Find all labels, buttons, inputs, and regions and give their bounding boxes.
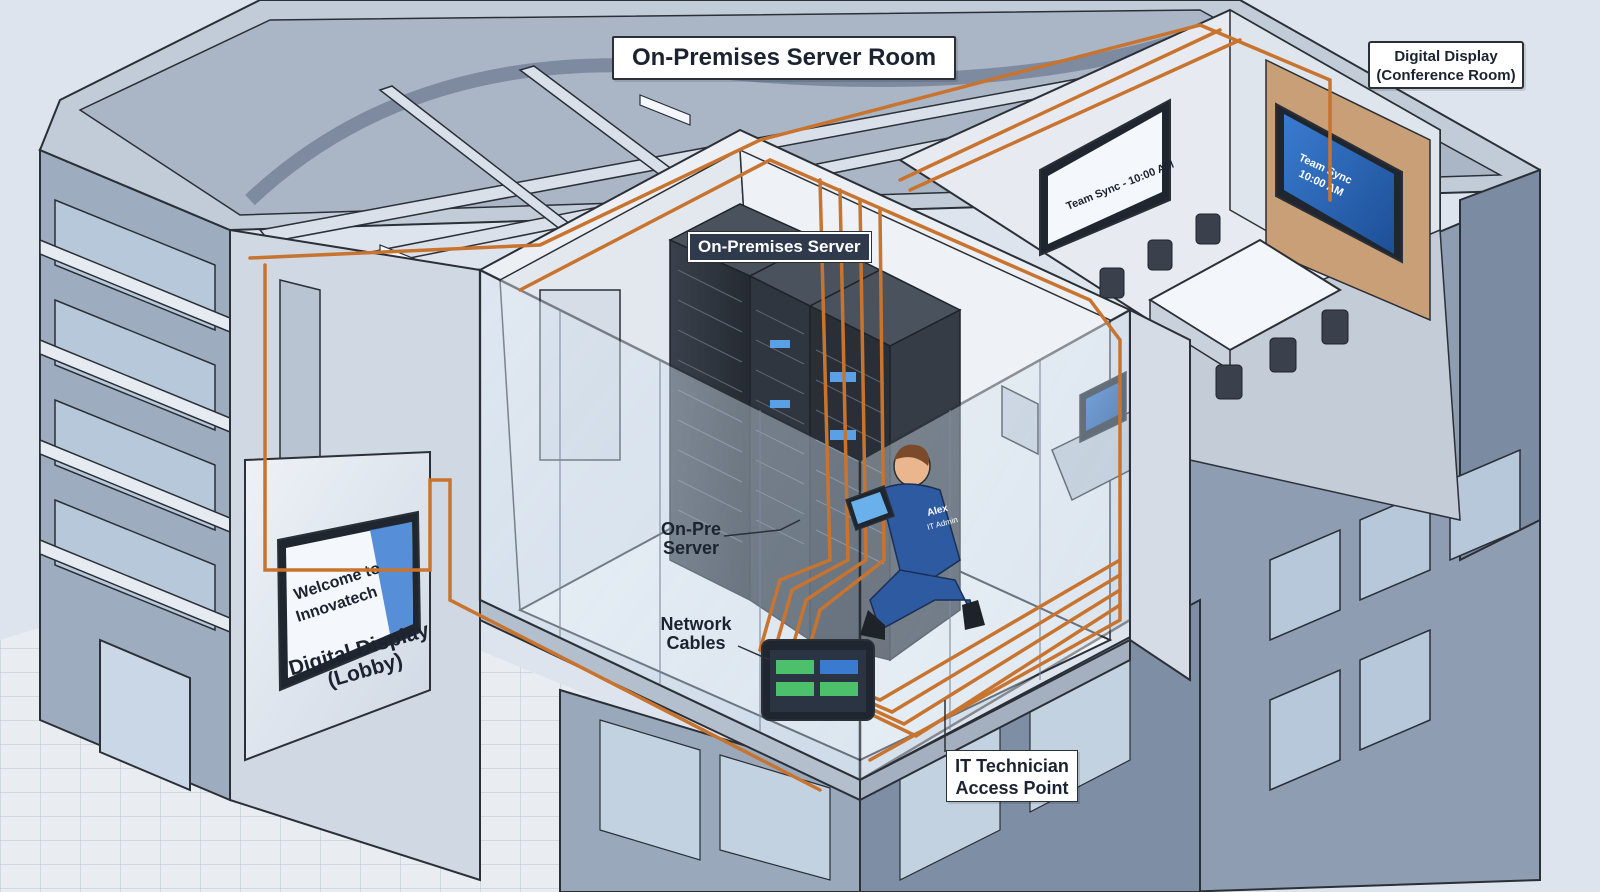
floor-tablet-device bbox=[761, 639, 875, 721]
conference-display-label-line-2: (Conference Room) bbox=[1376, 67, 1516, 84]
server-room-title: On-Premises Server Room bbox=[612, 36, 956, 80]
conference-display-label-line-1: Digital Display bbox=[1394, 48, 1498, 65]
technician: Alex IT Admin bbox=[845, 444, 985, 640]
chair-icon bbox=[1099, 213, 1349, 400]
it-access-point-label: IT Technician Access Point bbox=[946, 750, 1078, 802]
network-cables-label-line-2: Cables bbox=[666, 632, 726, 653]
conference-room: Team Sync - 10:00 AM Team Sync 10:00 AM bbox=[897, 8, 1461, 521]
on-pre-server-label: On-Pre Server bbox=[656, 520, 726, 558]
it-access-point-label-line-2: Access Point bbox=[955, 778, 1069, 798]
network-cables-label-line-1: Network bbox=[660, 614, 732, 634]
conference-display-label: Digital Display (Conference Room) bbox=[1368, 41, 1524, 89]
badge-name: Alex bbox=[926, 503, 950, 519]
on-pre-server-label-line-1: On-Pre bbox=[660, 519, 721, 539]
server-tag: On-Premises Server bbox=[687, 231, 872, 263]
leader-lines bbox=[723, 519, 946, 752]
lobby-display: Welcome to Innovatech bbox=[276, 510, 422, 692]
on-pre-server-label-line-2: Server bbox=[662, 537, 720, 558]
it-access-point-label-line-1: IT Technician bbox=[955, 756, 1069, 776]
network-cables-label: Network Cables bbox=[656, 615, 736, 653]
